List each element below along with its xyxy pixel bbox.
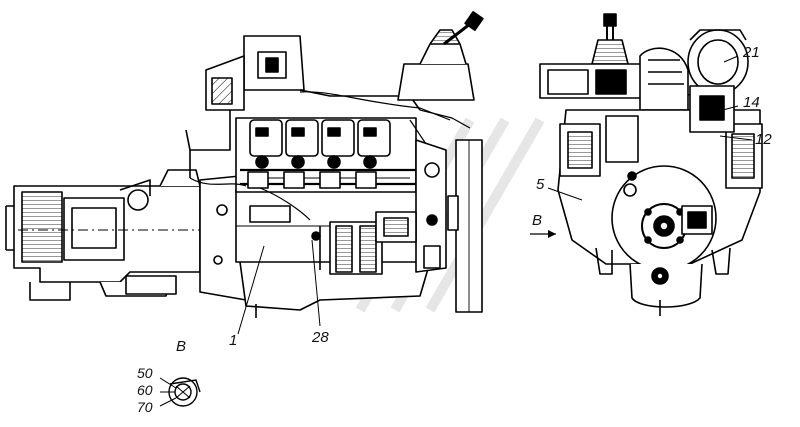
timing-cover [611,165,717,271]
gear-lever-left [397,11,484,101]
front-sump [629,263,703,316]
gearbox [5,169,231,301]
front-cover [415,139,447,273]
detail-item-60: 60 [137,382,153,398]
callout-1: 1 [229,332,238,349]
callout-12: 12 [755,131,772,148]
detail-view [159,377,201,407]
engine-side-view [5,11,484,335]
air-filter [185,35,421,178]
mounts [595,247,731,275]
cylinder-block [235,189,437,275]
leader-1 [237,245,265,335]
detail-item-50: 50 [137,365,153,381]
engine-front-view [530,13,763,316]
cylinder-heads [235,117,420,193]
callout-28: 28 [312,329,329,346]
intake-pipe [639,47,689,111]
starter [375,211,417,243]
view-arrow-label: B [532,212,543,229]
air-filter-front [649,29,749,96]
callout-5: 5 [536,176,545,193]
leader-28 [311,239,321,327]
fan-pulley [447,139,483,313]
leaders-front [547,55,753,201]
detail-view-label: B [176,338,187,355]
detail-item-70: 70 [137,399,153,415]
callout-21: 21 [743,44,760,61]
callout-14: 14 [743,94,760,111]
